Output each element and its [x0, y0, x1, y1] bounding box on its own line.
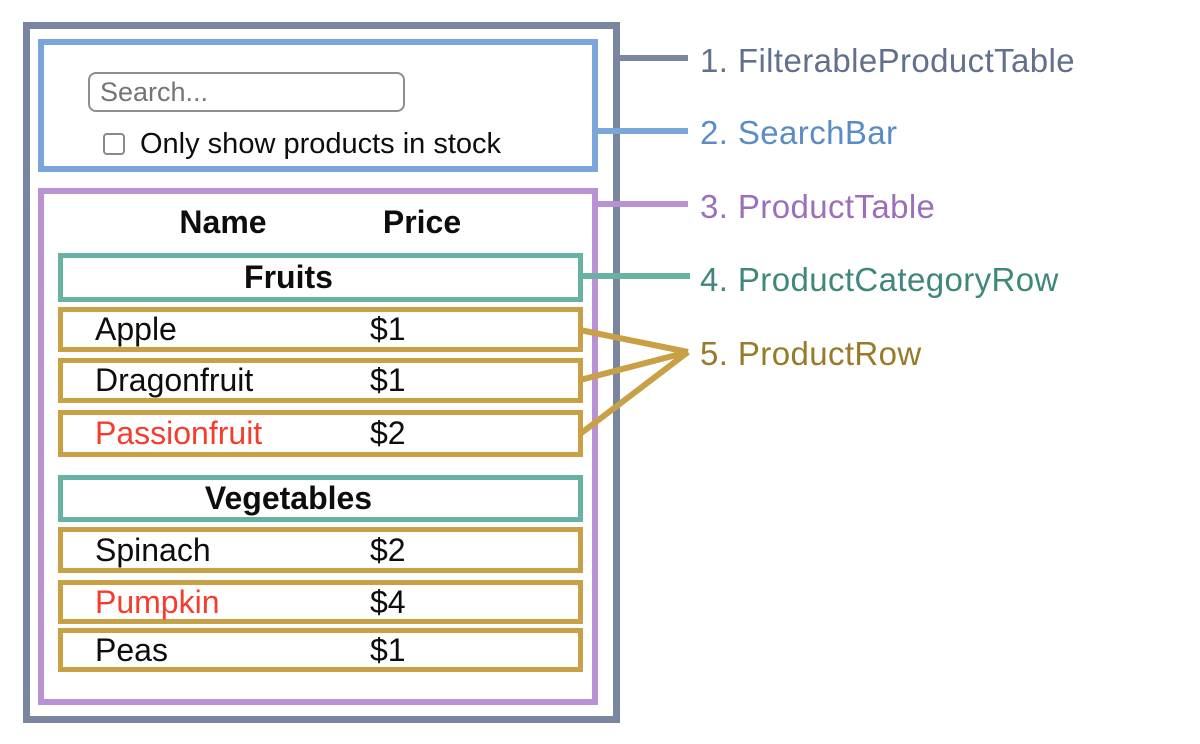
product-row-apple: Apple $1 [58, 307, 583, 352]
product-price: $2 [370, 531, 406, 568]
stock-checkbox[interactable] [103, 133, 125, 155]
product-row-peas: Peas $1 [58, 628, 583, 672]
product-row-dragonfruit: Dragonfruit $1 [58, 358, 583, 403]
product-category-row-fruits: Fruits [58, 253, 583, 302]
product-table-connector-line [592, 201, 688, 207]
category-label: Vegetables [204, 480, 373, 516]
search-bar-connector-line [592, 128, 688, 134]
label-filterable-product-table: 1. FilterableProductTable [700, 42, 1076, 79]
product-name: Peas [95, 631, 168, 668]
product-row-spinach: Spinach $2 [58, 527, 583, 573]
product-row-passionfruit: Passionfruit $2 [58, 410, 583, 457]
table-header-row: Name Price [58, 203, 585, 241]
product-category-row-connector-line [578, 273, 690, 279]
label-product-category-row: 4. ProductCategoryRow [700, 261, 1059, 298]
label-search-bar: 2. SearchBar [700, 114, 898, 151]
product-name: Spinach [95, 531, 211, 568]
search-input[interactable] [88, 72, 405, 112]
product-price: $1 [370, 311, 406, 347]
product-price: $2 [370, 415, 406, 451]
product-name: Passionfruit [95, 415, 263, 451]
label-product-table: 3. ProductTable [700, 188, 936, 225]
filterable-product-table-connector-line [615, 55, 688, 61]
product-price: $1 [370, 631, 406, 668]
product-price: $1 [370, 362, 406, 398]
product-price: $4 [370, 583, 406, 620]
name-column-header: Name [179, 203, 267, 240]
price-column-header: Price [382, 203, 462, 240]
product-name: Apple [95, 311, 177, 347]
product-row-pumpkin: Pumpkin $4 [58, 580, 583, 624]
product-category-row-vegetables: Vegetables [58, 475, 583, 522]
product-name: Pumpkin [95, 583, 220, 620]
category-label: Fruits [244, 259, 333, 295]
stock-checkbox-label: Only show products in stock [140, 128, 502, 160]
label-product-row: 5. ProductRow [700, 335, 922, 372]
product-name: Dragonfruit [95, 362, 254, 398]
